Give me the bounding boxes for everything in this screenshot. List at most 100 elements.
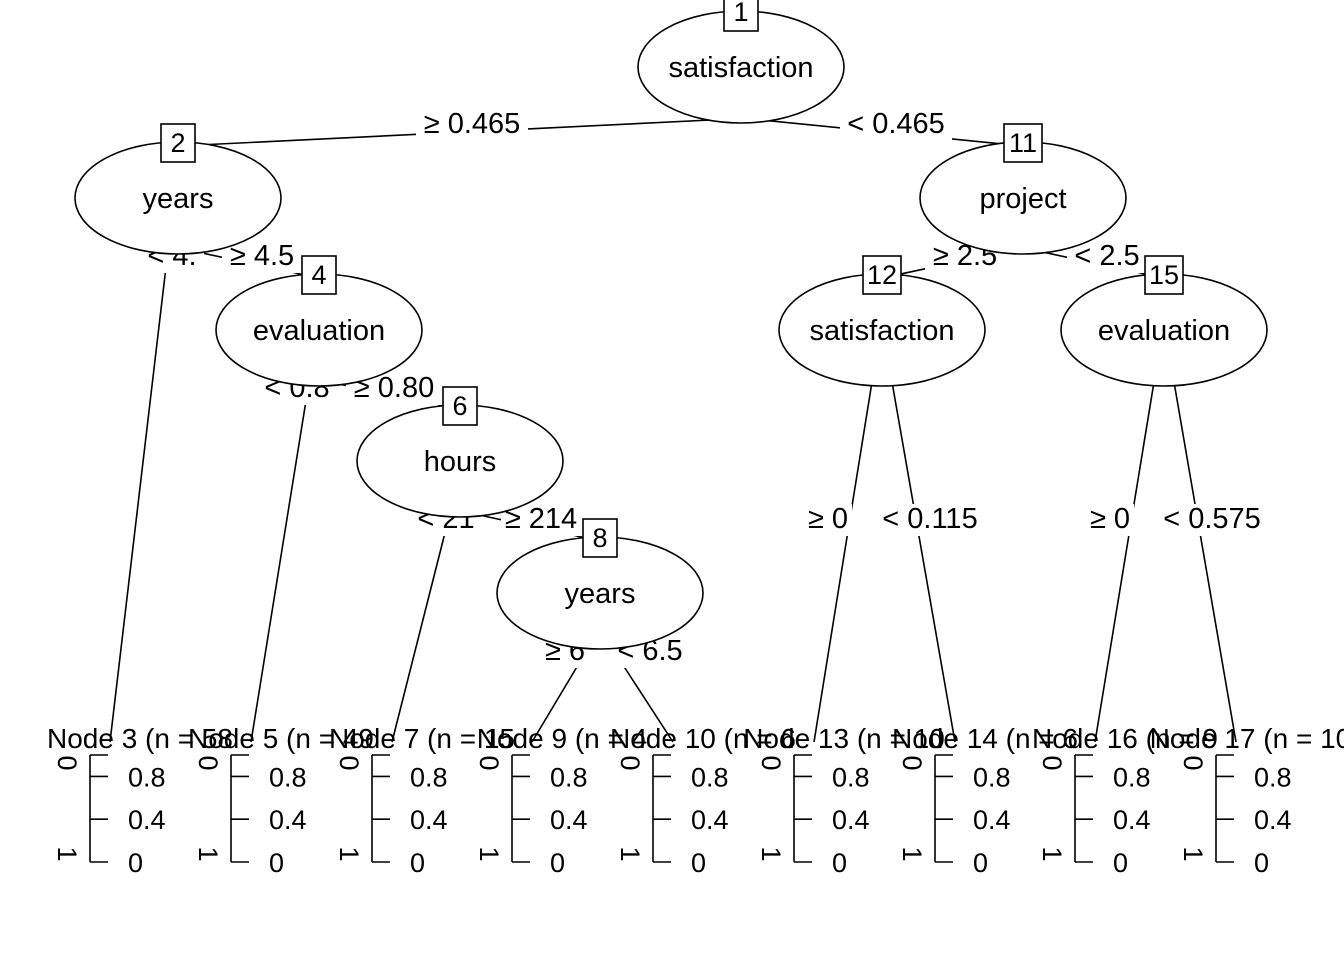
leaf-class-label-bottom: 1 xyxy=(1037,846,1067,861)
node-variable-label: satisfaction xyxy=(809,315,954,347)
leaf-axis-tick-label: 0.4 xyxy=(973,805,1011,835)
leaf-class-label-top: 0 xyxy=(52,755,82,770)
leaf-title: Node 3 (n = 58 xyxy=(47,723,233,754)
leaf-axis-tick-label: 0 xyxy=(973,848,988,878)
edge-label-bg xyxy=(1156,504,1268,536)
node-id-label: 12 xyxy=(867,260,897,290)
leaf-class-label-bottom: 1 xyxy=(334,846,364,861)
edge-label-2-4: ≥ 4.5 xyxy=(230,240,294,272)
leaf-axis-tick-label: 0.8 xyxy=(1113,762,1151,792)
edge-label-1-11: < 0.465 xyxy=(847,108,945,140)
node-id-label: 4 xyxy=(311,260,326,290)
leaf-axis-tick-label: 0.8 xyxy=(973,762,1011,792)
inner-node-1: satisfaction 1 xyxy=(637,0,845,124)
leaf-class-label-bottom: 1 xyxy=(1178,846,1208,861)
leaf-axis-tick-label: 0 xyxy=(128,848,143,878)
node-variable-label: years xyxy=(143,183,214,215)
edge-labels-layer: ≥ 0.465< 0.465< 4.≥ 4.5< 0.8≥ 0.80< 21≥ … xyxy=(140,108,1268,668)
tree-edge-12-14 xyxy=(891,381,956,743)
inner-node-15: evaluation 15 xyxy=(1060,255,1268,387)
leaf-axis-tick-label: 0 xyxy=(410,848,425,878)
inner-nodes-layer: satisfaction 1 years 2 evaluation 4 hours 6 year… xyxy=(74,0,1268,650)
node-variable-label: hours xyxy=(424,446,497,478)
node-id-label: 6 xyxy=(452,391,467,421)
leaf-axis-tick-label: 0.4 xyxy=(1254,805,1292,835)
inner-node-8: years 8 xyxy=(496,518,704,650)
node-variable-label: evaluation xyxy=(253,315,385,347)
edge-label-bg xyxy=(874,504,986,536)
leaf-node-17: Node 17 (n = 1057010.80.40 xyxy=(1150,723,1344,878)
leaf-axis-tick-label: 0.4 xyxy=(691,805,729,835)
edge-label-bg xyxy=(804,504,852,536)
leaf-axis-tick-label: 0 xyxy=(1113,848,1128,878)
leaf-class-label-top: 0 xyxy=(474,755,504,770)
node-variable-label: evaluation xyxy=(1098,315,1230,347)
node-id-box xyxy=(442,386,478,426)
leaf-axis-tick-label: 0.8 xyxy=(550,762,588,792)
edge-label-bg xyxy=(840,109,952,141)
node-id-box xyxy=(862,255,902,295)
leaf-class-label-bottom: 1 xyxy=(52,846,82,861)
node-id-box xyxy=(160,123,196,163)
tree-edge-6-7 xyxy=(391,512,451,743)
leaf-title: Node 7 (n = 15 xyxy=(329,723,515,754)
leaf-axis-tick-label: 0.4 xyxy=(410,805,448,835)
leaf-axis-tick-label: 0.8 xyxy=(832,762,870,792)
leaf-axis-tick-label: 0.8 xyxy=(1254,762,1292,792)
leaf-title: Node 17 (n = 1057 xyxy=(1150,723,1344,754)
leaf-axis-tick-label: 0 xyxy=(691,848,706,878)
leaf-axis-tick-label: 0.8 xyxy=(410,762,448,792)
leaf-class-label-bottom: 1 xyxy=(756,846,786,861)
leaf-class-label-top: 0 xyxy=(756,755,786,770)
leaf-title: Node 9 (n = 4 xyxy=(477,723,647,754)
leaf-class-label-top: 0 xyxy=(897,755,927,770)
edge-label-15-17: < 0.575 xyxy=(1163,503,1261,535)
edge-label-12-13: ≥ 0 xyxy=(808,503,848,535)
node-id-box xyxy=(1003,123,1043,163)
node-id-label: 1 xyxy=(733,0,748,27)
tree-edge-15-17 xyxy=(1173,381,1237,743)
leaf-class-label-top: 0 xyxy=(615,755,645,770)
tree-edge-2-3 xyxy=(109,249,169,743)
leaf-axis-tick-label: 0 xyxy=(832,848,847,878)
leaf-class-label-bottom: 1 xyxy=(897,846,927,861)
tree-edge-15-16 xyxy=(1094,381,1155,743)
edge-label-bg xyxy=(222,241,302,273)
leaf-axis-tick-label: 0.4 xyxy=(128,805,166,835)
edge-label-bg xyxy=(1067,241,1147,273)
leaf-title: Node 5 (n = 49 xyxy=(188,723,374,754)
node-id-label: 8 xyxy=(592,523,607,553)
node-id-label: 11 xyxy=(1009,128,1037,158)
edge-label-12-14: < 0.115 xyxy=(882,503,977,535)
inner-node-6: hours 6 xyxy=(356,386,564,518)
inner-node-12: satisfaction 12 xyxy=(778,255,986,387)
edge-label-1-2: ≥ 0.465 xyxy=(424,108,521,140)
node-id-label: 2 xyxy=(170,128,185,158)
inner-node-2: years 2 xyxy=(74,123,282,255)
node-id-box xyxy=(582,518,618,558)
node-variable-label: satisfaction xyxy=(668,52,813,84)
leaf-axis-tick-label: 0.4 xyxy=(832,805,870,835)
node-id-label: 15 xyxy=(1149,260,1179,290)
node-variable-label: years xyxy=(565,578,636,610)
leaf-class-label-bottom: 1 xyxy=(474,846,504,861)
leaf-axis-tick-label: 0.8 xyxy=(269,762,307,792)
leaf-axis-tick-label: 0 xyxy=(550,848,565,878)
leaf-class-label-bottom: 1 xyxy=(615,846,645,861)
inner-node-4: evaluation 4 xyxy=(215,255,423,387)
leaf-axis-tick-label: 0.4 xyxy=(1113,805,1151,835)
leaf-class-label-top: 0 xyxy=(193,755,223,770)
leaf-axis-tick-label: 0.4 xyxy=(550,805,588,835)
leaf-axis-tick-label: 0.8 xyxy=(128,762,166,792)
tree-edge-4-5 xyxy=(250,381,310,743)
